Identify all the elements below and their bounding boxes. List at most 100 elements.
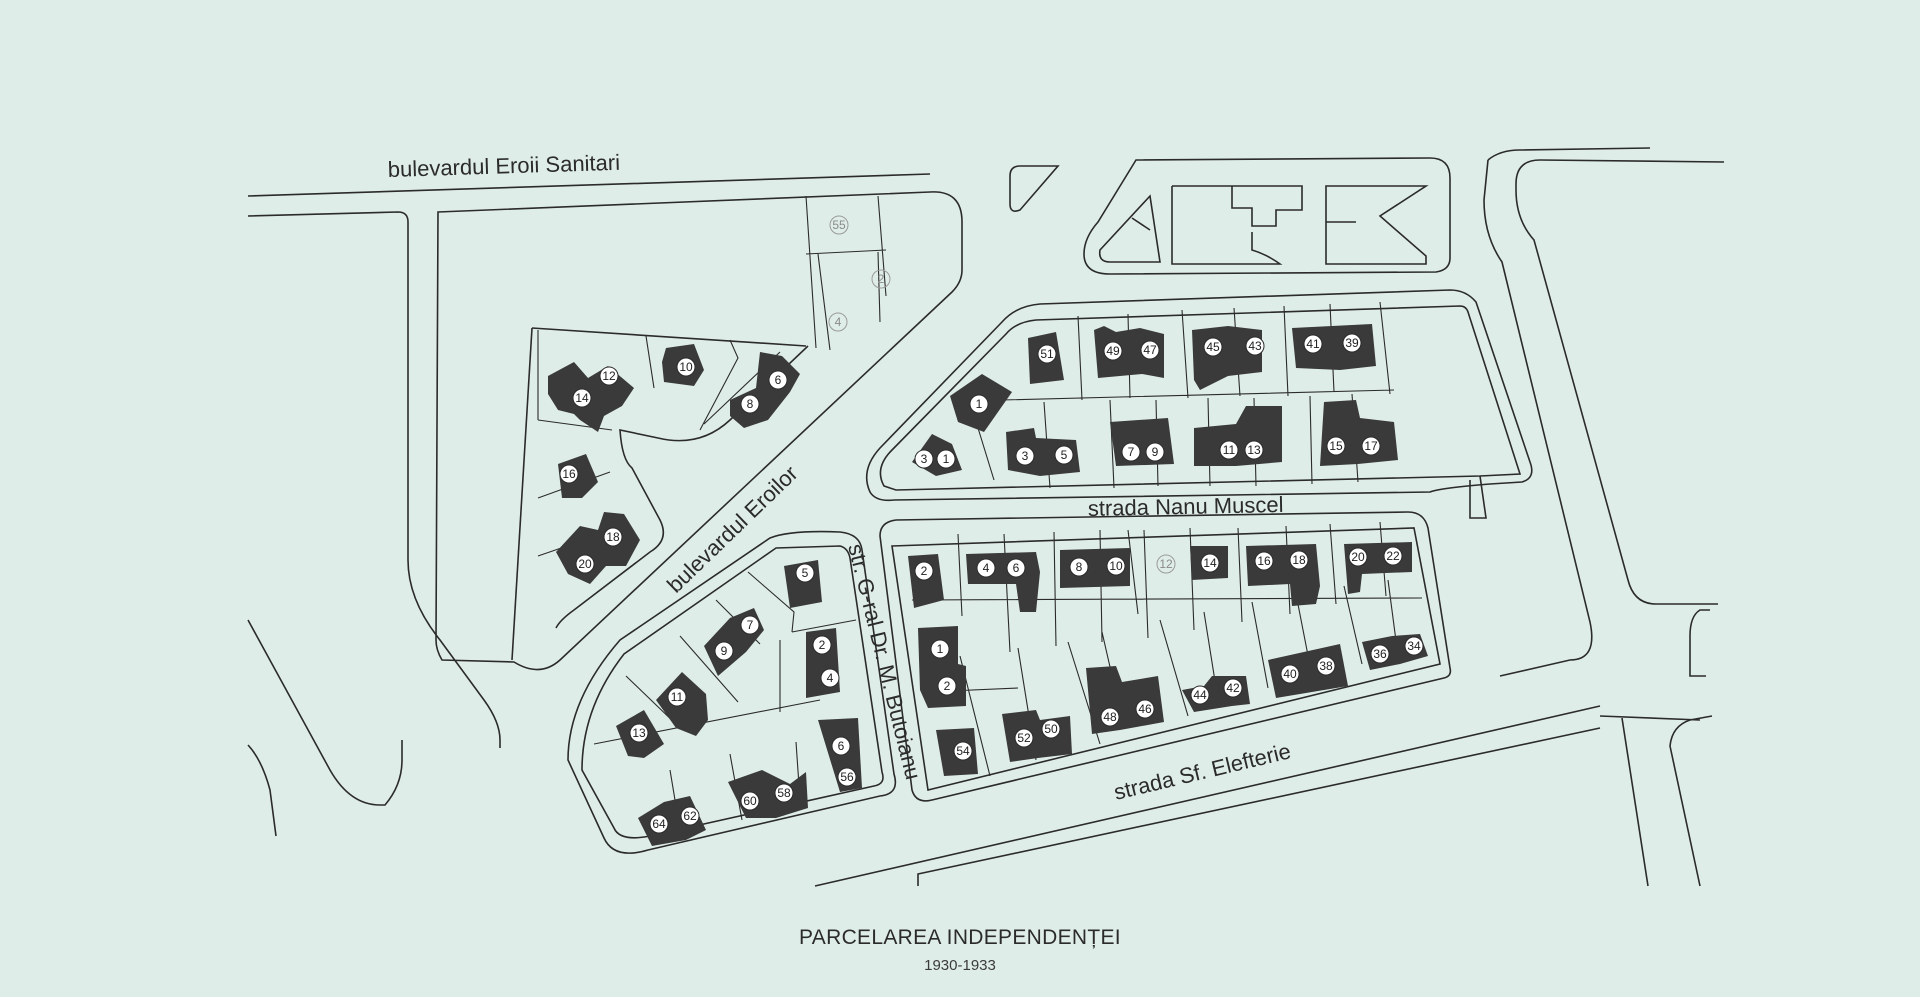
lot-label: 4	[976, 558, 996, 578]
lot-label: 13	[1244, 440, 1264, 460]
svg-text:60: 60	[743, 794, 757, 808]
lot-label: 2	[914, 561, 934, 581]
svg-text:40: 40	[1283, 667, 1297, 681]
building	[966, 552, 1040, 612]
svg-text:14: 14	[575, 391, 589, 405]
lot-label: 56	[837, 767, 857, 787]
svg-text:54: 54	[956, 744, 970, 758]
lot-label: 20	[1348, 547, 1368, 567]
lot-label: 51	[1037, 344, 1057, 364]
building	[1194, 406, 1282, 466]
lot-label: 22	[1383, 546, 1403, 566]
svg-text:8: 8	[747, 397, 754, 411]
lot-label: 43	[1245, 336, 1265, 356]
lot-label: 42	[1223, 678, 1243, 698]
lot-label: 7	[1121, 442, 1141, 462]
svg-text:1: 1	[976, 397, 983, 411]
svg-text:42: 42	[1226, 681, 1240, 695]
svg-text:13: 13	[1247, 443, 1261, 457]
lot-label: 11	[667, 687, 687, 707]
lot-label: 10	[676, 357, 696, 377]
building	[1094, 326, 1164, 378]
lot-label: 5	[795, 563, 815, 583]
lot-label: 14	[572, 388, 592, 408]
lot-label: 55	[829, 215, 849, 235]
lot-label: 2	[937, 676, 957, 696]
svg-text:8: 8	[1076, 560, 1083, 574]
svg-text:6: 6	[838, 739, 845, 753]
lot-label: 39	[1342, 333, 1362, 353]
svg-text:5: 5	[802, 566, 809, 580]
lot-label: 40	[1280, 664, 1300, 684]
svg-text:62: 62	[683, 809, 697, 823]
lot-label: 15	[1326, 436, 1346, 456]
lot-label: 47	[1140, 340, 1160, 360]
lot-label: 9	[1145, 442, 1165, 462]
lot-label: 36	[1370, 644, 1390, 664]
svg-text:22: 22	[1386, 549, 1400, 563]
svg-text:38: 38	[1319, 659, 1333, 673]
lot-label: 38	[1316, 656, 1336, 676]
road-network	[247, 147, 1725, 887]
lot-label: 50	[1041, 719, 1061, 739]
lot-label: 4	[820, 668, 840, 688]
building	[1320, 400, 1398, 466]
svg-text:1: 1	[943, 452, 950, 466]
svg-text:16: 16	[1257, 554, 1271, 568]
svg-text:20: 20	[1351, 550, 1365, 564]
lot-label: 18	[603, 527, 623, 547]
lot-lines	[537, 195, 1423, 831]
svg-text:16: 16	[562, 467, 576, 481]
svg-text:7: 7	[1128, 445, 1135, 459]
svg-text:2: 2	[921, 564, 928, 578]
street-label-sf-elefterie: strada Sf. Elefterie	[1111, 738, 1293, 805]
svg-text:49: 49	[1106, 344, 1120, 358]
svg-text:6: 6	[775, 373, 782, 387]
lot-label: 49	[1103, 341, 1123, 361]
lot-label: 1	[930, 639, 950, 659]
map-title: PARCELAREA INDEPENDENȚEI	[799, 926, 1121, 949]
lot-label: 60	[740, 791, 760, 811]
svg-text:5: 5	[1061, 448, 1068, 462]
svg-text:50: 50	[1044, 722, 1058, 736]
lot-label: 12	[1156, 554, 1176, 574]
svg-text:18: 18	[1292, 553, 1306, 567]
lot-label: 34	[1404, 636, 1424, 656]
svg-text:11: 11	[671, 690, 684, 704]
svg-text:10: 10	[679, 360, 693, 374]
street-label-nanu-muscel: strada Nanu Muscel	[1088, 492, 1284, 521]
svg-text:47: 47	[1143, 343, 1157, 357]
svg-text:17: 17	[1364, 439, 1378, 453]
svg-text:51: 51	[1040, 347, 1054, 361]
building	[1002, 710, 1072, 762]
lot-label: 17	[1361, 436, 1381, 456]
svg-text:10: 10	[1109, 559, 1123, 573]
building	[556, 512, 640, 584]
svg-text:34: 34	[1407, 639, 1421, 653]
svg-text:15: 15	[1329, 439, 1343, 453]
svg-text:64: 64	[652, 817, 666, 831]
svg-text:39: 39	[1345, 336, 1359, 350]
lot-label: 41	[1303, 334, 1323, 354]
svg-text:6: 6	[1013, 561, 1020, 575]
lot-label: 6	[1006, 558, 1026, 578]
lot-label: 2	[871, 269, 891, 289]
lot-label: 54	[953, 741, 973, 761]
svg-text:2: 2	[944, 679, 951, 693]
lot-label: 6	[768, 370, 788, 390]
svg-text:20: 20	[578, 557, 592, 571]
lot-label: 3	[1015, 446, 1035, 466]
lot-label: 16	[559, 464, 579, 484]
lot-label: 45	[1203, 337, 1223, 357]
building	[1110, 418, 1174, 466]
lot-label: 18	[1289, 550, 1309, 570]
svg-text:45: 45	[1206, 340, 1220, 354]
lot-label: 7	[740, 615, 760, 635]
lot-label: 52	[1014, 728, 1034, 748]
lot-label: 6	[831, 736, 851, 756]
svg-text:9: 9	[1152, 445, 1159, 459]
lot-numbers: 14 12 10 6 8 16 18 20 55 2 4 51 49 47 45…	[559, 215, 1424, 834]
svg-text:3: 3	[921, 452, 928, 466]
lot-label: 11	[1219, 440, 1239, 460]
